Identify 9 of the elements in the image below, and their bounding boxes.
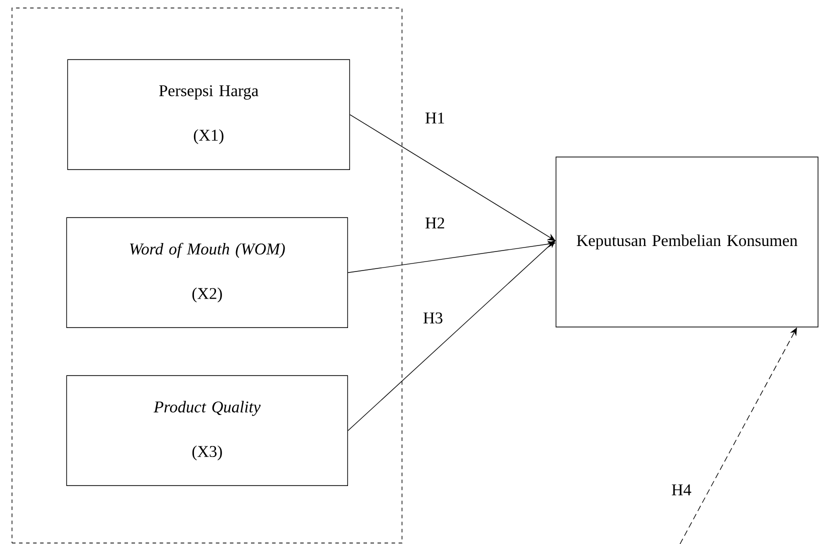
variable-box: Keputusan Pembelian Konsumen [556, 156, 818, 328]
edge-label: H2 [424, 216, 446, 230]
edge-label: H3 [422, 311, 444, 325]
edge-label: H4 [670, 483, 693, 496]
variable-box: Word of Mouth (WOM) (X2) [66, 217, 348, 328]
variable-box: Persepsi Harga (X1) [67, 59, 350, 170]
group-frame [12, 8, 402, 544]
variable-box: Product Quality (X3) [66, 375, 348, 486]
edge-label: H1 [424, 111, 446, 125]
